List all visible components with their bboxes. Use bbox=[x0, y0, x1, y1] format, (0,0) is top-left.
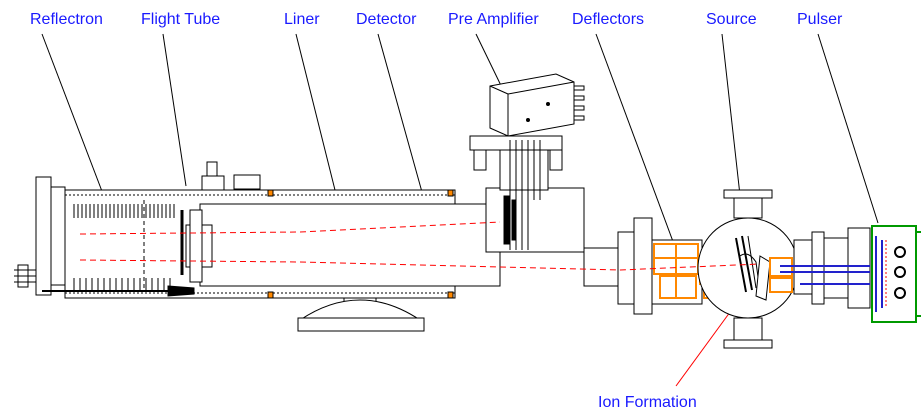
tube-flange-markers bbox=[267, 189, 454, 299]
label-deflectors: Deflectors bbox=[572, 11, 644, 28]
leader-deflectors bbox=[595, 33, 679, 256]
label-pre-amplifier: Pre Amplifier bbox=[448, 11, 539, 28]
detector-housing bbox=[469, 73, 625, 287]
source-top-port bbox=[733, 195, 763, 219]
detector-feedthroughs bbox=[509, 140, 541, 250]
pulser-assembly bbox=[780, 225, 921, 323]
pre-amplifier-box bbox=[489, 73, 585, 137]
source-chamber bbox=[697, 189, 825, 349]
detector-chamber bbox=[485, 187, 585, 253]
connecting-pipe bbox=[583, 247, 625, 287]
leader-liner bbox=[295, 33, 341, 211]
liner-body bbox=[199, 203, 501, 287]
leader-pulser bbox=[817, 33, 879, 224]
label-source: Source bbox=[706, 11, 757, 28]
flight-tube-port-1 bbox=[201, 175, 225, 191]
label-ion-formation: Ion Formation bbox=[598, 394, 697, 411]
reflectron-grids bbox=[73, 200, 175, 292]
label-pulser: Pulser bbox=[797, 11, 843, 28]
reflectron-flange-rim bbox=[50, 186, 66, 286]
label-reflectron: Reflectron bbox=[30, 11, 103, 28]
reflectron-connector bbox=[14, 264, 36, 288]
reflectron-end-flange bbox=[35, 176, 52, 296]
ion-path-lower bbox=[79, 259, 761, 271]
detector-neck bbox=[499, 149, 549, 191]
label-liner: Liner bbox=[284, 11, 320, 28]
label-flight-tube: Flight Tube bbox=[141, 11, 220, 28]
labels: Reflectron Flight Tube Liner Detector Pr… bbox=[30, 11, 843, 411]
pulser-leads bbox=[780, 236, 883, 312]
ion-path-upper bbox=[79, 221, 501, 235]
deflector-flange-right bbox=[633, 217, 653, 315]
deflector-flange-left bbox=[617, 231, 635, 305]
leader-flight-tube bbox=[162, 33, 187, 187]
pulser-connectors bbox=[894, 246, 906, 299]
pulser-flange bbox=[847, 227, 871, 309]
liner-assembly bbox=[185, 203, 501, 287]
source-bottom-port bbox=[733, 317, 763, 341]
pulser-board bbox=[871, 225, 917, 323]
source-electrodes bbox=[735, 235, 771, 301]
flight-tube-port-2 bbox=[233, 174, 261, 190]
detector-plate bbox=[503, 195, 511, 245]
ion-path bbox=[79, 221, 761, 271]
label-detector: Detector bbox=[356, 11, 417, 28]
